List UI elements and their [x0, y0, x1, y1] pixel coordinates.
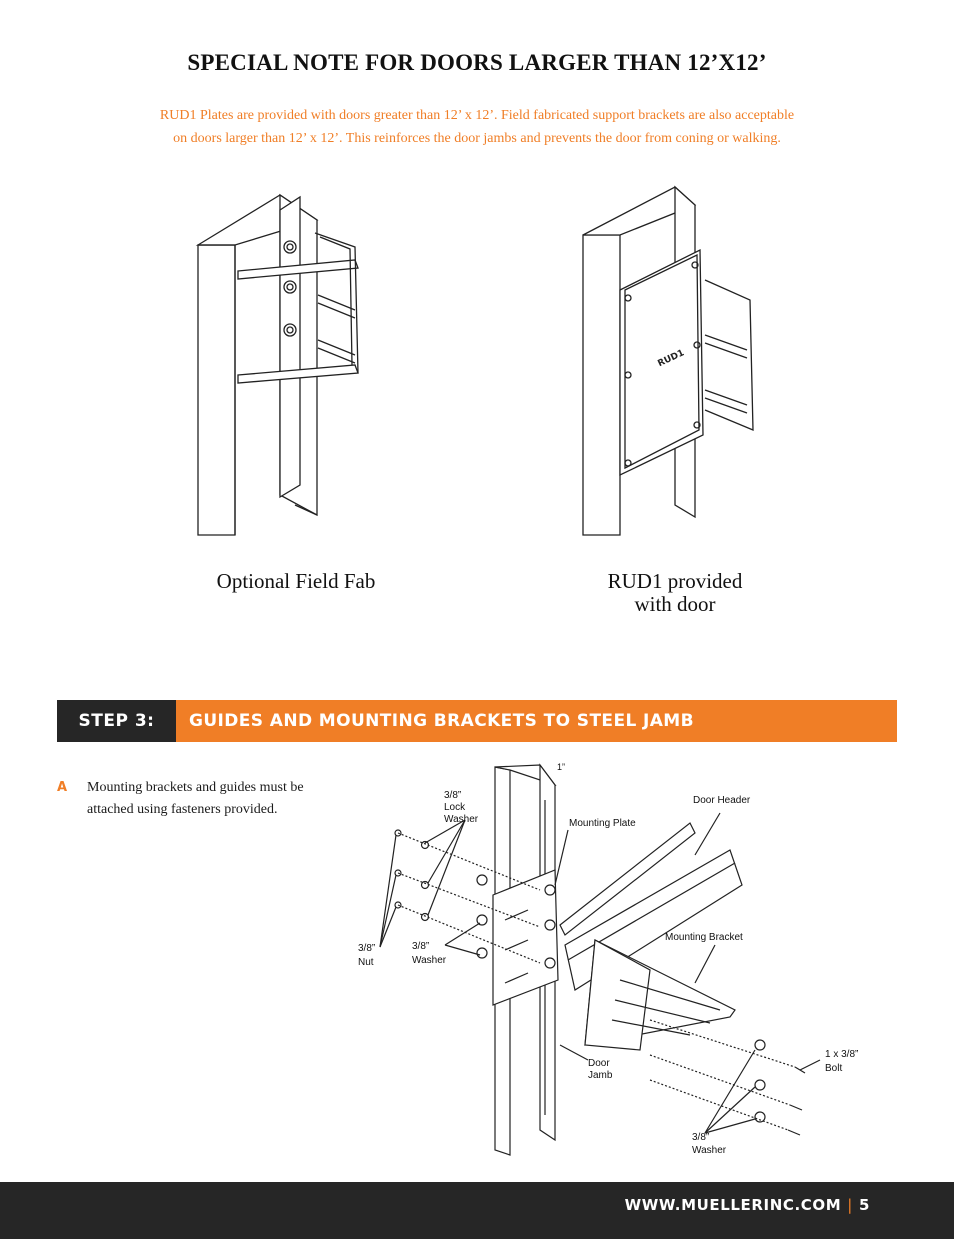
label-bolt: Bolt [825, 1063, 842, 1074]
step-title: GUIDES AND MOUNTING BRACKETS TO STEEL JA… [176, 700, 897, 742]
label-lock-washer-size: 3/8” [444, 790, 461, 801]
label-mounting-plate: Mounting Plate [569, 818, 636, 829]
step-header: STEP 3: GUIDES AND MOUNTING BRACKETS TO … [57, 700, 897, 742]
label-washer-size: 3/8” [412, 941, 429, 952]
field-fab-illustration [195, 193, 359, 536]
label-washer-bottom: Washer [692, 1145, 727, 1156]
page-number: 5 [858, 1196, 870, 1214]
left-caption: Optional Field Fab [216, 569, 376, 593]
label-nut-size: 3/8” [358, 943, 375, 954]
page-footer: WWW.MUELLERINC.COM | 5 [0, 1182, 954, 1239]
step-number: STEP 3: [57, 700, 176, 742]
label-bolt-size: 1 x 3/8” [825, 1049, 858, 1060]
instruction-text: Mounting brackets and guides must be att… [87, 780, 304, 817]
label-door-jamb-2: Jamb [588, 1070, 613, 1081]
label-one-inch: 1” [557, 762, 565, 772]
footer-text: WWW.MUELLERINC.COM | 5 [625, 1196, 870, 1214]
assembly-diagram: 1” 3/8” Lock Washer Mounting Plate Door … [358, 762, 858, 1156]
footer-url[interactable]: WWW.MUELLERINC.COM [624, 1196, 842, 1214]
label-lock-washer-washer: Washer [444, 814, 479, 825]
rud1-plate-illustration: RUD1 [582, 185, 754, 536]
special-note: RUD1 Plates are provided with doors grea… [60, 104, 894, 150]
right-caption-line-2: with door [634, 592, 716, 616]
label-door-header: Door Header [693, 795, 751, 806]
label-washer-bottom-size: 3/8” [692, 1132, 709, 1143]
label-nut: Nut [358, 957, 374, 968]
footer-separator: | [847, 1196, 853, 1214]
label-washer: Washer [412, 955, 447, 966]
page-title: SPECIAL NOTE FOR DOORS LARGER THAN 12’X1… [187, 50, 767, 75]
label-door-jamb-1: Door [588, 1058, 610, 1069]
right-caption: RUD1 provided with door [575, 570, 775, 616]
label-mounting-bracket: Mounting Bracket [665, 932, 743, 943]
right-caption-line-1: RUD1 provided [607, 569, 743, 593]
note-line-2: on doors larger than 12’ x 12’. This rei… [173, 131, 781, 146]
label-lock-washer-word: Lock [444, 802, 466, 813]
note-line-1: RUD1 Plates are provided with doors grea… [159, 108, 795, 123]
instruction-letter: A [57, 780, 68, 795]
